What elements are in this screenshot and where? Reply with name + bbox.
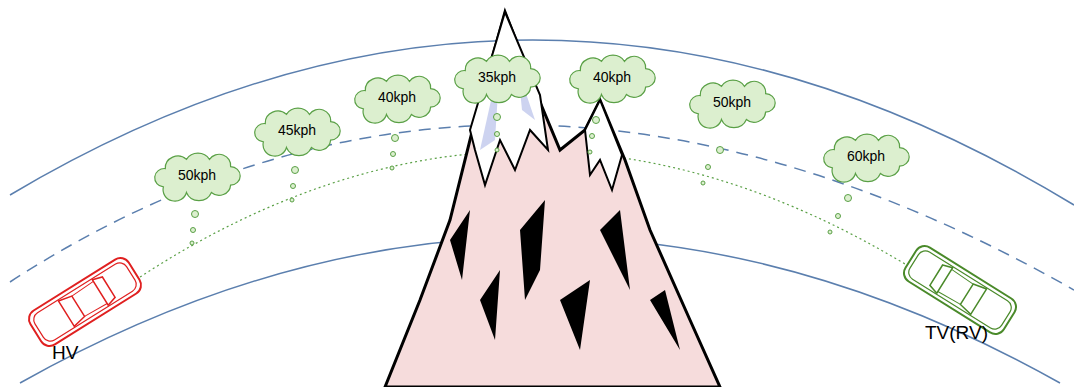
speed-cloud: 60kph (818, 133, 914, 179)
speed-text: 40kph (378, 89, 416, 105)
thought-dots (190, 114, 852, 246)
hv-car (25, 254, 145, 349)
speed-text: 35kph (478, 69, 516, 85)
speed-text: 60kph (847, 148, 885, 164)
speed-text: 40kph (593, 69, 631, 85)
speed-cloud: 40kph (564, 54, 660, 100)
speed-cloud: 50kph (149, 152, 245, 198)
speed-cloud: 35kph (449, 54, 545, 100)
mountain (385, 12, 720, 387)
speed-cloud: 40kph (349, 74, 445, 120)
speed-text: 50kph (178, 167, 216, 183)
speed-text: 50kph (713, 94, 751, 110)
vehicle-label: TV(RV) (925, 322, 988, 344)
vehicle-label: HV (52, 342, 78, 364)
speed-cloud: 45kph (249, 107, 345, 153)
speed-text: 45kph (278, 122, 316, 138)
speed-cloud: 50kph (684, 79, 780, 125)
